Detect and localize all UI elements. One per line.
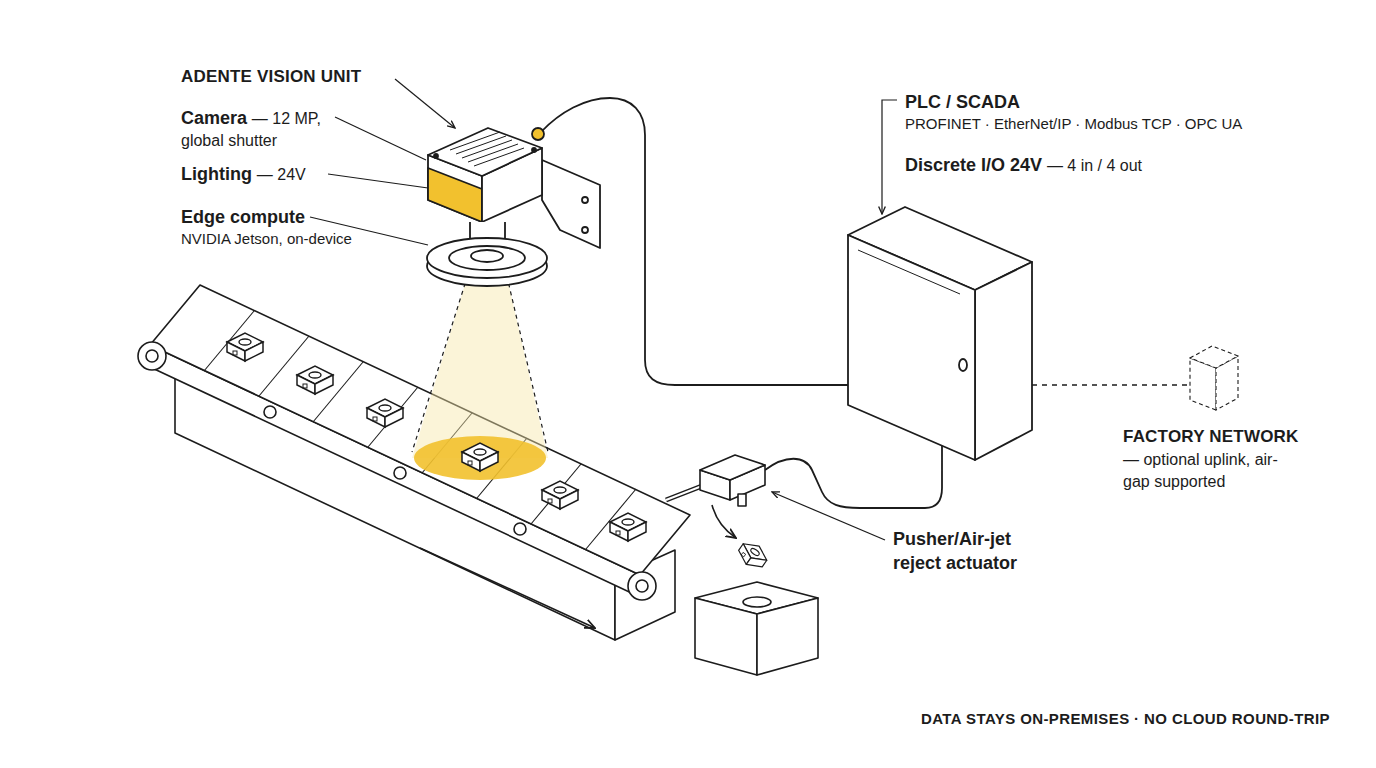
callout-label: Edge compute [181,205,352,229]
label-group: FACTORY NETWORK— optional uplink, air-ga… [1123,426,1301,492]
callout-label: PROFINET · EtherNet/IP · Modbus TCP · OP… [905,114,1242,134]
footer-note: DATA STAYS ON-PREMISES · NO CLOUD ROUND-… [921,710,1330,727]
plc-cabinet [848,207,1032,460]
callout-label: NVIDIA Jetson, on-device [181,229,352,249]
callout-label: FACTORY NETWORK [1123,426,1301,449]
label-group: ADENTE VISION UNIT [181,66,361,89]
label-group: Camera— 12 MP, global shutter [181,106,346,152]
callout-label: Pusher/Air-jet reject actuator [893,527,1061,576]
camera-field-of-view [412,268,548,480]
label-group: Discrete I/O 24V — 4 in / 4 out [905,153,1142,177]
callout-label: Discrete I/O 24V [905,155,1042,175]
parts-on-belt [227,333,646,541]
label-group: Edge computeNVIDIA Jetson, on-device [181,205,352,250]
reject-bin [695,538,818,675]
leader-lines [310,79,897,540]
factory-network-box [1190,346,1238,410]
label-group: Lighting — 24V [181,162,306,186]
callout-label: PLC / SCADA [905,90,1242,114]
cables [541,98,1188,508]
label-group: PLC / SCADAPROFINET · EtherNet/IP · Modb… [905,90,1242,135]
conveyor-belt [138,285,690,600]
vision-unit [427,128,600,286]
reject-actuator [666,455,765,538]
callout-label: Lighting [181,164,252,184]
callout-label: — optional uplink, air-gap supported [1123,449,1301,492]
callout-label: ADENTE VISION UNIT [181,67,361,86]
callout-label: — 24V [257,166,306,183]
label-group: Pusher/Air-jet reject actuator [893,527,1061,576]
callout-label: — 4 in / 4 out [1047,157,1142,174]
callout-label: Camera [181,108,247,128]
